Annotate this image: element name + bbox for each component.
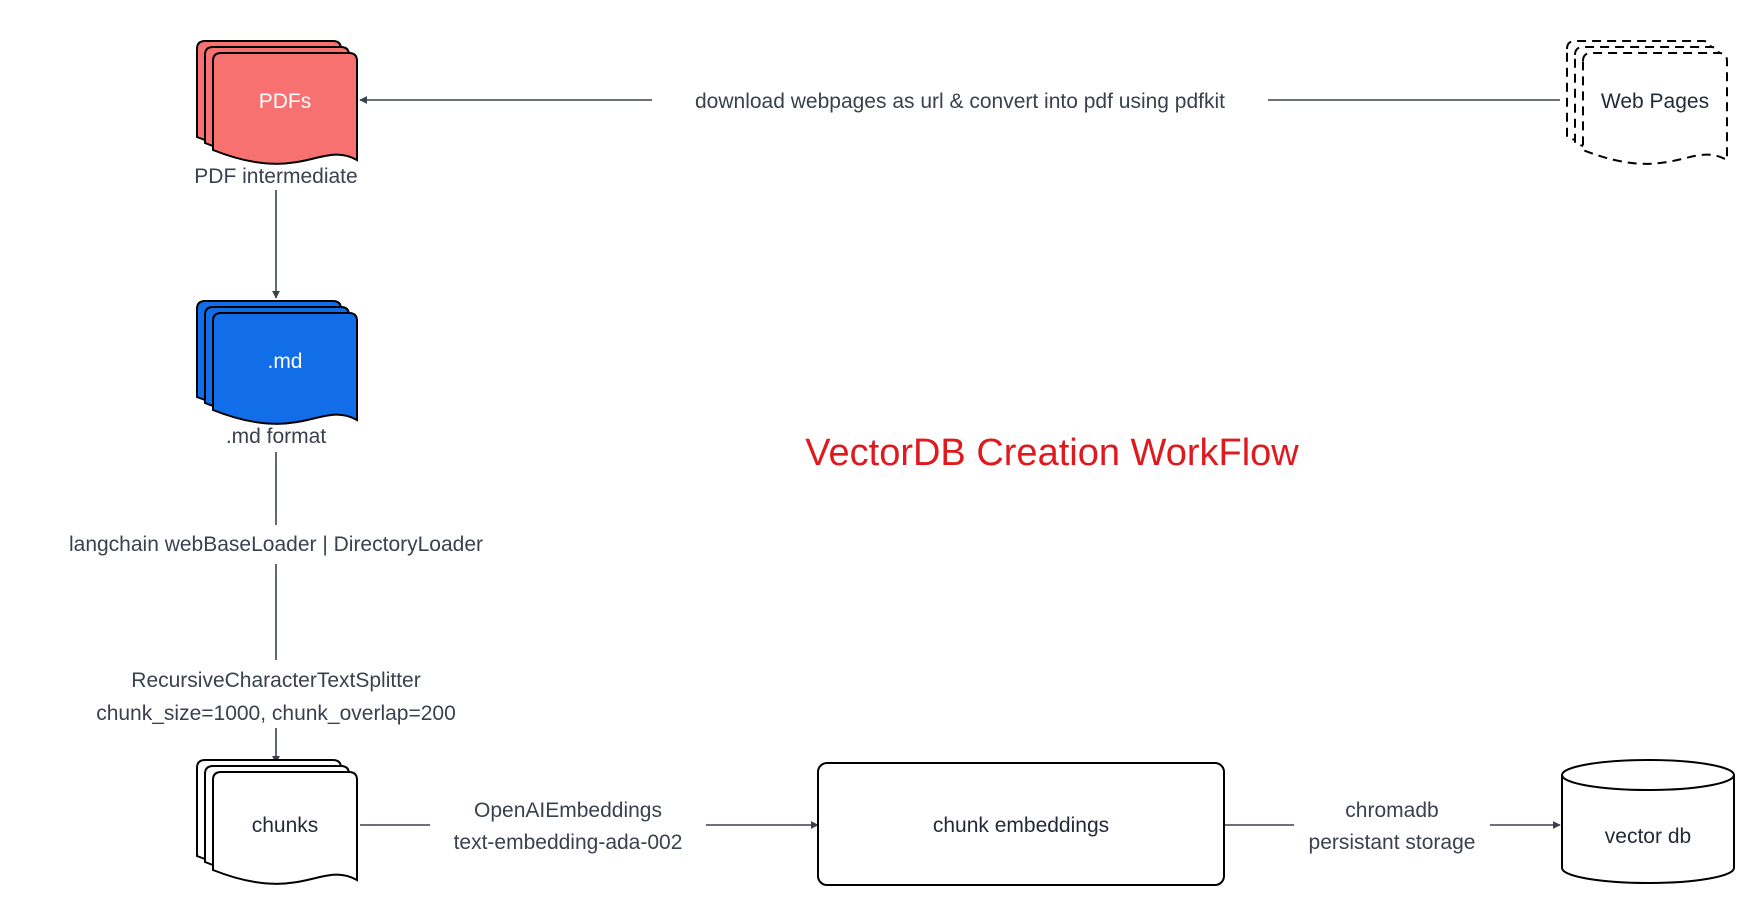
node-webpages-label: Web Pages <box>1601 90 1709 113</box>
edge-md-to-chunks: langchain webBaseLoader | DirectoryLoade… <box>69 452 483 764</box>
edge-label-loader: langchain webBaseLoader | DirectoryLoade… <box>69 533 483 556</box>
edge-web-to-pdf: download webpages as url & convert into … <box>359 90 1560 113</box>
edge-label-store-line1: chromadb <box>1345 799 1438 822</box>
node-web-pages[interactable]: Web Pages <box>1566 40 1728 165</box>
edge-label-splitter-line2: chunk_size=1000, chunk_overlap=200 <box>96 702 456 725</box>
node-vectordb-label: vector db <box>1605 825 1691 848</box>
node-chunks-label: chunks <box>252 814 319 837</box>
node-md-label: .md <box>267 350 302 373</box>
node-md-caption: .md format <box>226 425 327 448</box>
node-md[interactable]: .md <box>196 300 358 425</box>
edge-label-splitter-line1: RecursiveCharacterTextSplitter <box>131 669 420 692</box>
node-chunks[interactable]: chunks <box>196 759 358 885</box>
edge-label-embed-line1: OpenAIEmbeddings <box>474 799 662 822</box>
edge-label-web-to-pdf: download webpages as url & convert into … <box>695 90 1225 113</box>
node-embeddings-label: chunk embeddings <box>933 814 1109 837</box>
edge-label-embed-line2: text-embedding-ada-002 <box>454 831 683 854</box>
node-pdfs-label: PDFs <box>259 90 312 113</box>
edge-embeddings-to-vectordb: chromadb persistant storage <box>1224 799 1561 854</box>
edge-label-store-line2: persistant storage <box>1309 831 1476 854</box>
node-pdfs-caption: PDF intermediate <box>194 165 357 188</box>
edge-chunks-to-embeddings: OpenAIEmbeddings text-embedding-ada-002 <box>360 799 819 854</box>
node-chunk-embeddings[interactable]: chunk embeddings <box>817 762 1225 886</box>
node-vector-db[interactable]: vector db <box>1561 759 1735 884</box>
diagram-title: VectorDB Creation WorkFlow <box>805 432 1299 474</box>
node-pdfs[interactable]: PDFs <box>196 40 358 165</box>
